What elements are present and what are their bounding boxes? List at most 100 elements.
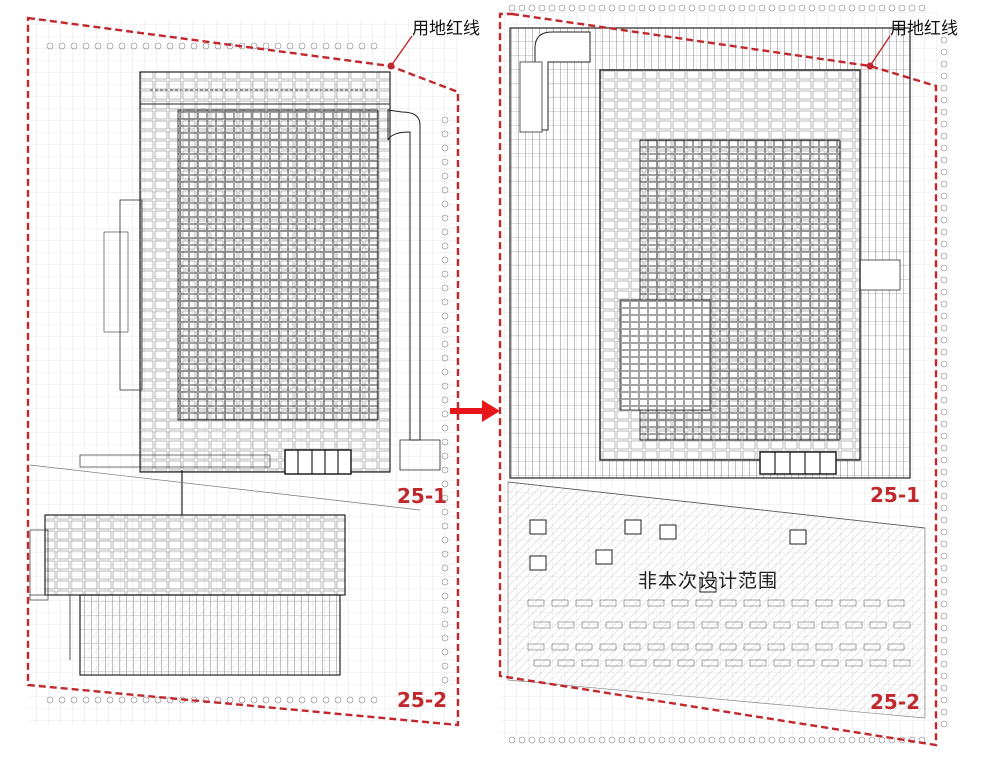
axis-bubble xyxy=(940,156,948,164)
axis-bubble xyxy=(940,504,948,512)
axis-bubble xyxy=(441,466,449,474)
right-boundary-label: 用地红线 xyxy=(890,19,958,39)
axis-bubble xyxy=(658,736,666,744)
axis-bubble xyxy=(668,4,676,12)
furniture-block xyxy=(749,621,767,629)
axis-bubble xyxy=(940,120,948,128)
axis-bubble xyxy=(678,4,686,12)
axis-bubble xyxy=(548,736,556,744)
axis-bubble xyxy=(441,452,449,460)
axis-bubble xyxy=(202,696,210,704)
furniture-block xyxy=(725,659,743,667)
axis-bubble xyxy=(441,382,449,390)
axis-bubble xyxy=(441,312,449,320)
axis-bubble xyxy=(940,720,948,728)
axis-bubble xyxy=(778,4,786,12)
axis-bubble xyxy=(758,4,766,12)
axis-bubble xyxy=(918,4,926,12)
axis-bubble xyxy=(154,42,162,50)
furniture-block xyxy=(845,659,863,667)
axis-bubble xyxy=(808,736,816,744)
axis-bubble xyxy=(358,42,366,50)
furniture-block xyxy=(743,643,761,651)
axis-bubble xyxy=(940,540,948,548)
axis-bubble xyxy=(628,736,636,744)
axis-bubble xyxy=(940,168,948,176)
furniture-block xyxy=(671,643,689,651)
core-block xyxy=(789,529,807,545)
axis-bubble xyxy=(940,456,948,464)
axis-bubble xyxy=(518,736,526,744)
axis-bubble xyxy=(940,624,948,632)
axis-bubble xyxy=(441,284,449,292)
axis-bubble xyxy=(441,522,449,530)
furniture-block xyxy=(797,621,815,629)
axis-bubble xyxy=(788,736,796,744)
axis-bubble xyxy=(441,424,449,432)
axis-bubble xyxy=(166,42,174,50)
axis-bubble xyxy=(190,42,198,50)
axis-bubble xyxy=(94,696,102,704)
axis-bubble xyxy=(940,192,948,200)
furniture-block xyxy=(533,659,551,667)
axis-bubble xyxy=(274,42,282,50)
furniture-block xyxy=(533,621,551,629)
axis-bubble xyxy=(618,4,626,12)
axis-bubble xyxy=(940,132,948,140)
axis-bubble xyxy=(441,270,449,278)
axis-bubble xyxy=(441,144,449,152)
axis-bubble xyxy=(441,214,449,222)
axis-bubble xyxy=(608,736,616,744)
furniture-block xyxy=(581,659,599,667)
axis-bubble xyxy=(940,300,948,308)
axis-bubble xyxy=(82,42,90,50)
axis-bubble xyxy=(868,4,876,12)
furniture-block xyxy=(551,599,569,607)
axis-bubble xyxy=(940,552,948,560)
axis-bubble xyxy=(618,736,626,744)
furniture-block xyxy=(887,643,905,651)
axis-bubble xyxy=(142,696,150,704)
axis-bubble xyxy=(441,536,449,544)
axis-bubble xyxy=(578,736,586,744)
axis-bubble xyxy=(940,180,948,188)
axis-bubble xyxy=(441,298,449,306)
axis-bubble xyxy=(250,42,258,50)
axis-bubble xyxy=(940,348,948,356)
axis-bubble xyxy=(940,588,948,596)
axis-bubble xyxy=(274,696,282,704)
axis-bubble xyxy=(130,696,138,704)
axis-bubble xyxy=(441,606,449,614)
furniture-block xyxy=(671,599,689,607)
axis-bubble xyxy=(940,468,948,476)
axis-bubble xyxy=(441,368,449,376)
furniture-block xyxy=(629,659,647,667)
furniture-block xyxy=(773,621,791,629)
axis-bubble xyxy=(46,42,54,50)
right-site-boundary xyxy=(498,12,938,747)
axis-bubble xyxy=(298,696,306,704)
axis-bubble xyxy=(940,528,948,536)
axis-bubble xyxy=(838,4,846,12)
axis-bubble xyxy=(708,4,716,12)
axis-bubble xyxy=(598,736,606,744)
axis-bubble xyxy=(118,42,126,50)
axis-bubble xyxy=(106,42,114,50)
axis-bubble xyxy=(940,360,948,368)
axis-bubble xyxy=(940,84,948,92)
axis-bubble xyxy=(578,4,586,12)
furniture-block xyxy=(701,659,719,667)
left-plan xyxy=(26,16,460,727)
furniture-block xyxy=(863,643,881,651)
right-plan xyxy=(498,4,948,747)
axis-bubble xyxy=(588,736,596,744)
axis-bubble xyxy=(441,354,449,362)
axis-bubble xyxy=(748,4,756,12)
right-main-building xyxy=(599,69,861,475)
axis-bubble xyxy=(940,96,948,104)
axis-bubble xyxy=(528,4,536,12)
axis-bubble xyxy=(818,4,826,12)
axis-bubble xyxy=(441,438,449,446)
axis-bubble xyxy=(370,696,378,704)
